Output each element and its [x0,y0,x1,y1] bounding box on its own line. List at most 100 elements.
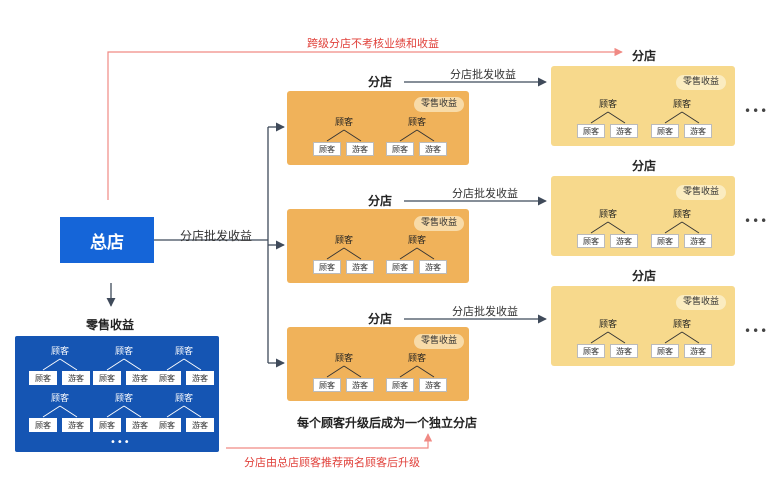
customer-label: 顾客 [598,100,617,110]
tree-branch-lines [399,247,435,260]
visitor-label: 游客 [126,371,154,385]
customer-tree: 顾客顾客游客 [152,347,216,391]
tree-branch-lines [590,331,626,344]
tree-branch-lines [399,129,435,142]
branch-title: 分店 [368,75,393,89]
customer-tree: 顾客顾客游客 [385,118,449,162]
retail-income-pill: 零售收益 [414,334,465,349]
sub-branch-title: 分店 [632,159,657,173]
customer-label: 顾客 [407,236,426,246]
tree-branch-lines [399,365,435,378]
visitor-label: 游客 [346,142,374,156]
tree-branch-lines [590,221,626,234]
retail-income-pill: 零售收益 [414,97,465,112]
customer-tree: 顾客顾客游客 [92,394,156,438]
visitor-label: 游客 [610,344,638,358]
customer-tree: 顾客顾客游客 [576,210,640,254]
visitor-label: 游客 [684,344,712,358]
customer-label: 顾客 [598,210,617,220]
sub-customer-label: 顾客 [577,124,605,138]
sub-customer-label: 顾客 [386,378,414,392]
more-indicator: ••• [110,437,131,448]
retail-income-pill: 零售收益 [676,75,727,90]
sub-customer-label: 顾客 [386,142,414,156]
customer-label: 顾客 [334,236,353,246]
customer-tree: 顾客顾客游客 [312,354,376,398]
tree-branch-lines [326,365,362,378]
cross-level-arrow [107,47,623,200]
visitor-label: 游客 [684,234,712,248]
customer-label: 顾客 [407,354,426,364]
visitor-label: 游客 [126,418,154,432]
tree-branch-lines [590,111,626,124]
sub-customer-label: 顾客 [386,260,414,274]
visitor-label: 游客 [62,371,90,385]
customer-tree: 顾客顾客游客 [385,354,449,398]
sub-customer-label: 顾客 [313,142,341,156]
customer-label: 顾客 [114,347,133,357]
customer-tree: 顾客顾客游客 [92,347,156,391]
visitor-label: 游客 [419,260,447,274]
customer-tree: 顾客顾客游客 [152,394,216,438]
visitor-label: 游客 [684,124,712,138]
customer-label: 顾客 [598,320,617,330]
sub-branch-title: 分店 [632,269,657,283]
customer-tree: 顾客顾客游客 [385,236,449,280]
tree-branch-lines [166,405,202,418]
customer-label: 顾客 [50,394,69,404]
promotion-rule-label: 分店由总店顾客推荐两名顾客后升级 [244,456,420,469]
customer-tree: 顾客顾客游客 [312,118,376,162]
visitor-label: 游客 [346,260,374,274]
wholesale-edge-label: 分店批发收益 [452,187,518,200]
customer-tree: 顾客顾客游客 [28,347,92,391]
visitor-label: 游客 [419,378,447,392]
tree-branch-lines [664,111,700,124]
customer-label: 顾客 [334,354,353,364]
branch-title: 分店 [368,194,393,208]
tree-branch-lines [106,405,142,418]
visitor-label: 游客 [62,418,90,432]
visitor-label: 游客 [419,142,447,156]
customer-tree: 顾客顾客游客 [650,320,714,364]
sub-customer-label: 顾客 [93,418,121,432]
customer-tree: 顾客顾客游客 [28,394,92,438]
visitor-label: 游客 [610,124,638,138]
sub-customer-label: 顾客 [29,371,57,385]
branch-title: 分店 [368,312,393,326]
customer-label: 顾客 [407,118,426,128]
visitor-label: 游客 [610,234,638,248]
sub-customer-label: 顾客 [29,418,57,432]
customer-tree: 顾客顾客游客 [312,236,376,280]
customer-label: 顾客 [672,320,691,330]
more-indicator: ••• [744,104,769,118]
sub-customer-label: 顾客 [651,234,679,248]
retail-income-pill: 零售收益 [414,216,465,231]
tree-branch-lines [326,129,362,142]
sub-customer-label: 顾客 [577,234,605,248]
customer-label: 顾客 [672,210,691,220]
customer-label: 顾客 [114,394,133,404]
retail-income-pill: 零售收益 [676,295,727,310]
sub-customer-label: 顾客 [153,371,181,385]
visitor-label: 游客 [186,371,214,385]
cross-level-label: 跨级分店不考核业绩和收益 [307,37,439,50]
sub-customer-label: 顾客 [93,371,121,385]
customer-tree: 顾客顾客游客 [650,100,714,144]
more-indicator: ••• [744,214,769,228]
headquarters-node: 总店 [60,217,154,263]
tree-branch-lines [42,405,78,418]
wholesale-edge-label: 分店批发收益 [450,68,516,81]
retail-label: 零售收益 [86,318,135,332]
customer-tree: 顾客顾客游客 [576,100,640,144]
customer-label: 顾客 [50,347,69,357]
retail-customers-box [15,336,219,452]
customer-label: 顾客 [174,347,193,357]
tree-branch-lines [664,331,700,344]
sub-customer-label: 顾客 [651,124,679,138]
sub-customer-label: 顾客 [153,418,181,432]
wholesale-edge-label: 分店批发收益 [452,305,518,318]
more-indicator: ••• [744,324,769,338]
sub-customer-label: 顾客 [577,344,605,358]
sub-customer-label: 顾客 [651,344,679,358]
